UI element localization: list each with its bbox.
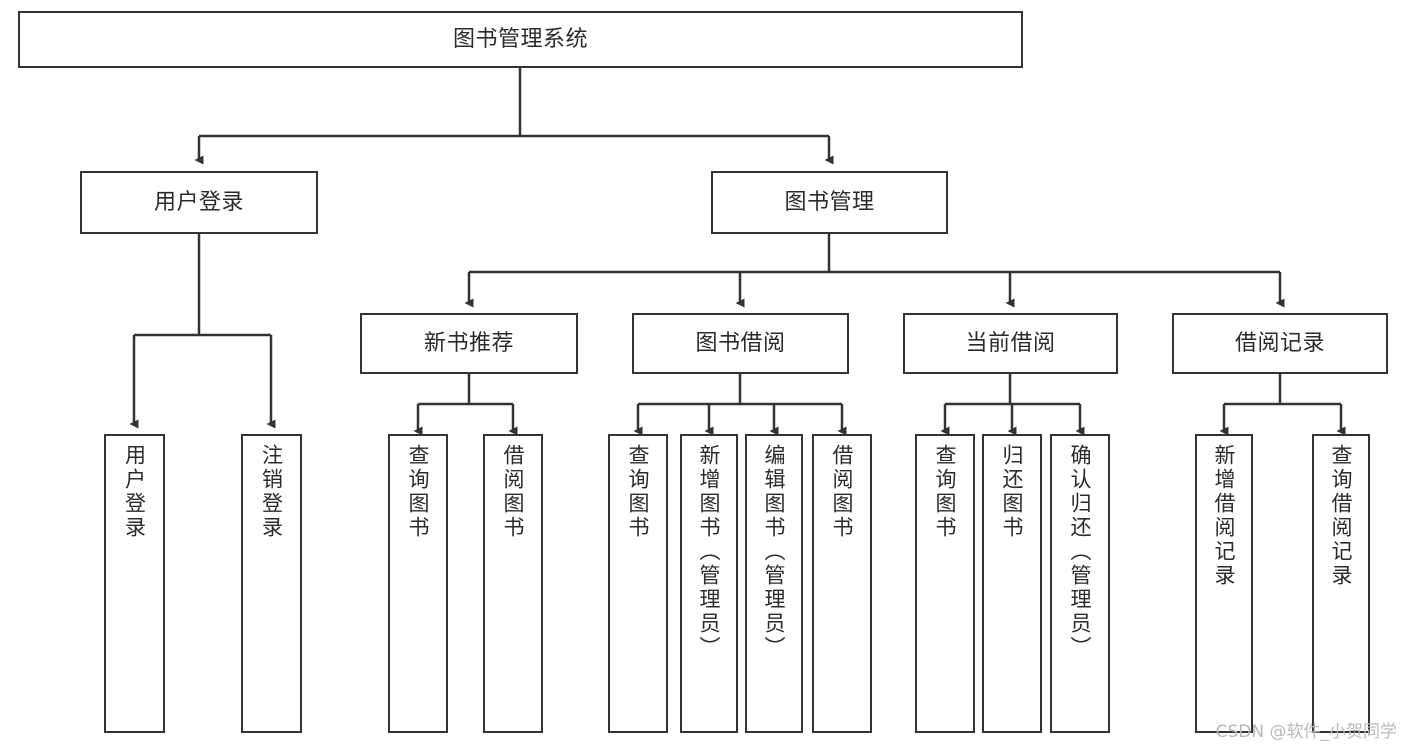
node-leaf-add-book-label: 新增图书（管理员） <box>697 444 722 660</box>
node-leaf-query-book-2-label: 查询图书 <box>626 444 651 540</box>
node-leaf-borrow-book-2-label: 借阅图书 <box>830 444 855 540</box>
node-borrow-record[interactable]: 借阅记录 <box>1172 313 1388 374</box>
node-book-borrow[interactable]: 图书借阅 <box>632 313 849 374</box>
node-book-borrow-label: 图书借阅 <box>695 330 786 356</box>
node-root-label: 图书管理系统 <box>452 26 588 52</box>
node-user-login[interactable]: 用户登录 <box>80 171 318 234</box>
node-leaf-edit-book-label: 编辑图书（管理员） <box>762 444 787 660</box>
node-leaf-logout[interactable]: 注销登录 <box>241 434 302 733</box>
node-book-manage[interactable]: 图书管理 <box>711 171 948 234</box>
node-leaf-borrow-book-2[interactable]: 借阅图书 <box>812 434 872 733</box>
node-leaf-confirm-return-label: 确认归还（管理员） <box>1068 444 1093 660</box>
node-leaf-query-book-1-label: 查询图书 <box>406 444 431 540</box>
node-book-manage-label: 图书管理 <box>784 189 875 215</box>
node-leaf-return-book[interactable]: 归还图书 <box>982 434 1042 733</box>
node-leaf-add-record-label: 新增借阅记录 <box>1212 444 1237 588</box>
node-leaf-add-book[interactable]: 新增图书（管理员） <box>680 434 738 733</box>
node-leaf-user-login-label: 用户登录 <box>122 444 147 540</box>
node-leaf-borrow-book-1[interactable]: 借阅图书 <box>483 434 543 733</box>
node-leaf-confirm-return[interactable]: 确认归还（管理员） <box>1050 434 1110 733</box>
node-current-borrow-label: 当前借阅 <box>965 330 1056 356</box>
node-root[interactable]: 图书管理系统 <box>18 11 1023 68</box>
node-leaf-query-book-2[interactable]: 查询图书 <box>608 434 668 733</box>
node-new-book-recommend-label: 新书推荐 <box>423 330 514 356</box>
node-leaf-add-record[interactable]: 新增借阅记录 <box>1195 434 1253 733</box>
node-leaf-user-login[interactable]: 用户登录 <box>104 434 165 733</box>
node-leaf-query-record-label: 查询借阅记录 <box>1329 444 1354 588</box>
node-leaf-query-book-1[interactable]: 查询图书 <box>388 434 448 733</box>
node-leaf-edit-book[interactable]: 编辑图书（管理员） <box>745 434 803 733</box>
node-user-login-label: 用户登录 <box>153 189 244 215</box>
node-new-book-recommend[interactable]: 新书推荐 <box>360 313 578 374</box>
node-leaf-borrow-book-1-label: 借阅图书 <box>501 444 526 540</box>
node-leaf-query-record[interactable]: 查询借阅记录 <box>1312 434 1370 733</box>
node-current-borrow[interactable]: 当前借阅 <box>903 313 1118 374</box>
node-leaf-logout-label: 注销登录 <box>259 444 284 540</box>
node-leaf-query-book-3[interactable]: 查询图书 <box>915 434 975 733</box>
node-leaf-return-book-label: 归还图书 <box>1000 444 1025 540</box>
node-borrow-record-label: 借阅记录 <box>1234 330 1325 356</box>
node-leaf-query-book-3-label: 查询图书 <box>933 444 958 540</box>
